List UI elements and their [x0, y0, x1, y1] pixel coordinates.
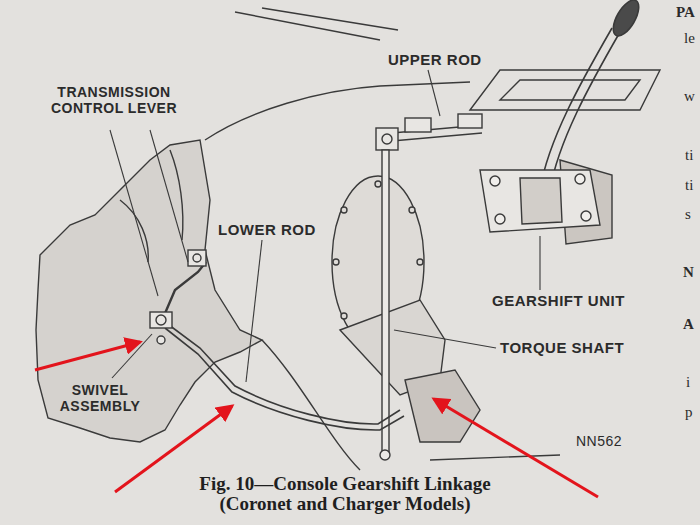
page-text-fragment: i — [686, 374, 690, 391]
part-label: SWIVEL ASSEMBLY — [52, 382, 148, 414]
page-text-fragment: w — [684, 88, 695, 105]
oval-plate — [341, 207, 347, 213]
gearshift-unit — [575, 174, 585, 184]
page-text-fragment: N — [683, 264, 694, 281]
upper-rod — [405, 118, 431, 132]
part-label: TORQUE SHAFT — [500, 339, 624, 356]
page-text-fragment: ti — [685, 147, 693, 164]
lower-rod — [165, 328, 404, 430]
leader-line — [112, 334, 152, 378]
oval-plate — [341, 313, 347, 319]
console-opening — [470, 70, 660, 110]
upper-rod — [376, 128, 398, 150]
floor-tunnel — [262, 8, 398, 30]
floor-tunnel — [430, 455, 560, 460]
control-lever — [188, 250, 206, 266]
control-lever — [150, 250, 206, 344]
page-text-fragment: PA — [676, 4, 695, 21]
lower-rod — [165, 322, 400, 424]
control-lever — [193, 254, 201, 262]
leader-line — [539, 236, 540, 290]
part-label: TRANSMISSION CONTROL LEVER — [50, 84, 178, 116]
leader-line — [428, 70, 440, 116]
floor-tunnel — [205, 82, 470, 140]
leader-line — [246, 240, 262, 382]
gearshift-unit — [495, 214, 505, 224]
oval-plate — [333, 259, 339, 265]
gearshift-unit — [520, 178, 562, 224]
leader-line — [110, 70, 540, 382]
part-label: LOWER ROD — [218, 221, 316, 238]
transmission-housing — [170, 150, 183, 240]
oval-plate — [409, 207, 415, 213]
page-text-fragment: s — [685, 206, 691, 223]
torque-shaft — [380, 450, 390, 460]
gearshift-unit — [480, 160, 612, 244]
control-lever — [157, 336, 165, 344]
oval-plate — [375, 181, 381, 187]
control-lever — [163, 262, 206, 318]
console-opening — [470, 70, 660, 110]
lower-rod — [165, 322, 404, 430]
transmission-housing — [36, 140, 262, 442]
leader-line — [394, 330, 496, 348]
gearshift-lever — [608, 0, 644, 40]
figure-code: NN562 — [576, 433, 622, 449]
upper-rod — [458, 114, 482, 128]
floor-tunnel — [235, 12, 380, 40]
console-opening — [500, 80, 640, 100]
page-text-fragment: A — [683, 316, 694, 333]
transmission-housing — [120, 200, 148, 262]
upper-rod — [392, 133, 482, 141]
torque-shaft — [382, 150, 389, 455]
gearshift-unit — [581, 211, 591, 221]
upper-rod — [382, 134, 392, 144]
transmission-housing — [36, 140, 262, 442]
gearshift-unit — [480, 170, 600, 232]
page-text-fragment: p — [685, 404, 693, 421]
control-lever — [156, 315, 166, 325]
part-label: UPPER ROD — [388, 51, 482, 68]
gearshift-unit — [490, 176, 500, 186]
part-label: GEARSHIFT UNIT — [492, 292, 625, 309]
gearshift-lever — [540, 0, 644, 190]
page-text-fragment: le — [684, 30, 695, 47]
oval-plate — [417, 259, 423, 265]
torque-shaft — [405, 370, 480, 442]
floor-tunnel — [205, 8, 560, 470]
figure-caption: Fig. 10—Console Gearshift Linkage (Coron… — [165, 474, 525, 514]
leader-line — [150, 130, 188, 262]
upper-rod — [376, 114, 482, 150]
leader-line — [110, 130, 158, 296]
page-text-fragment: ti — [685, 177, 693, 194]
control-lever — [150, 312, 172, 328]
red-arrow — [35, 342, 140, 370]
